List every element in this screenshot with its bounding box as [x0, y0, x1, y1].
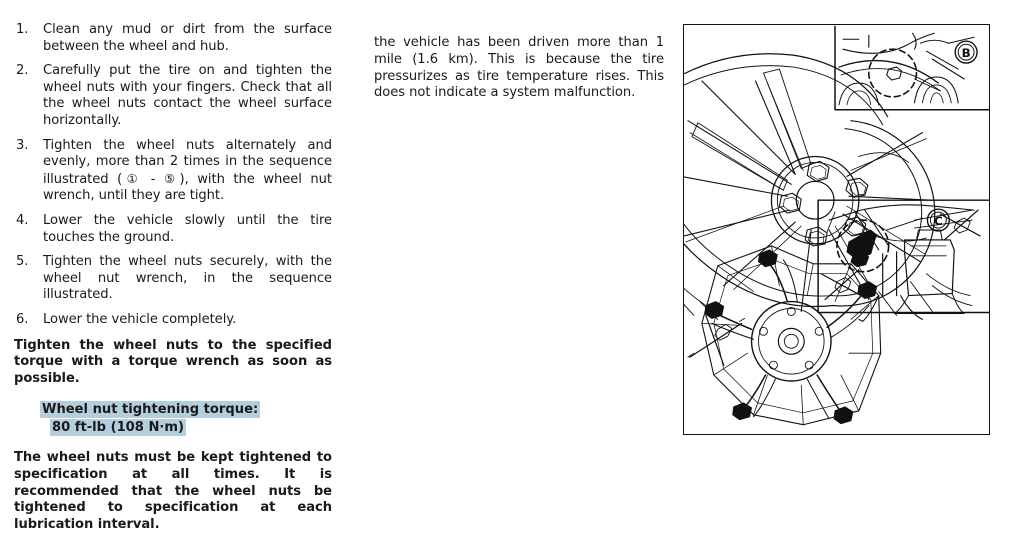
torque-lead-paragraph: Tighten the wheel nuts to the specified …	[14, 337, 332, 387]
callout-label-b: B	[954, 40, 978, 64]
wheel-nut	[845, 177, 869, 198]
wheel-nut-wrench-small	[687, 314, 746, 366]
list-item: 2. Carefully put the tire on and tighten…	[14, 63, 332, 129]
list-item: 5. Tighten the wheel nuts securely, with…	[14, 254, 332, 304]
circled-number-last-icon: ⑤	[163, 170, 180, 186]
tire-pressure-paragraph: the vehicle has been driven more than 1 …	[374, 35, 664, 101]
callout-label-c: C	[926, 208, 950, 232]
wheel-illustration-figure: B	[683, 24, 990, 435]
torque-specification-block: Wheel nut tightening torque: 80 ft-lb (1…	[14, 400, 332, 436]
left-text-column: 1. Clean any mud or dirt from the surfac…	[14, 22, 332, 547]
inset-b-content	[838, 32, 975, 106]
suspension-fastener-group	[704, 249, 878, 425]
circled-number-first-icon: ①	[122, 170, 143, 186]
step-text-after: ), with the wheel nut wrench, until they…	[43, 171, 332, 204]
torque-spec-title: Wheel nut tightening torque:	[40, 400, 261, 418]
list-item: 1. Clean any mud or dirt from the surfac…	[14, 22, 332, 55]
detail-inset-b: B	[834, 25, 989, 111]
wheel-nut-group	[778, 160, 869, 247]
step-number: 5.	[16, 254, 29, 270]
step-text: Lower the vehicle completely.	[43, 311, 237, 327]
step-text-dash: -	[142, 171, 164, 187]
step-text: Tighten the wheel nuts alternately and e…	[43, 138, 332, 205]
step-text: Carefully put the tire on and tighten th…	[43, 63, 332, 128]
wheel-nut	[806, 160, 830, 182]
step-text: Clean any mud or dirt from the surface b…	[43, 22, 332, 54]
torque-spec-value-line: 80 ft-lb (108 N·m)	[50, 418, 332, 436]
step-number: 1.	[16, 22, 29, 37]
torque-spec-value: 80 ft-lb (108 N·m)	[50, 418, 187, 436]
hub-suspension-drawing	[687, 245, 882, 426]
inset-c-content	[820, 204, 981, 322]
middle-text-column: the vehicle has been driven more than 1 …	[374, 22, 664, 115]
detail-inset-c: C	[817, 199, 989, 322]
inset-c-fastener	[846, 229, 878, 268]
torque-spec-title-line: Wheel nut tightening torque:	[40, 400, 332, 418]
maintenance-note-paragraph: The wheel nuts must be kept tightened to…	[14, 449, 332, 533]
step-number: 2.	[16, 63, 29, 79]
callout-b-text: B	[962, 46, 971, 60]
list-item: 3. Tighten the wheel nuts alternately an…	[14, 138, 332, 205]
wheel-nut	[778, 192, 802, 214]
step-text-before: Tighten the wheel nuts alternately and e…	[43, 137, 332, 187]
procedure-step-list: 1. Clean any mud or dirt from the surfac…	[14, 22, 332, 329]
step-text: Lower the vehicle slowly until the tire …	[43, 212, 332, 245]
step-number: 3.	[16, 137, 29, 153]
step-number: 6.	[16, 311, 29, 327]
list-item: 4. Lower the vehicle slowly until the ti…	[14, 213, 332, 246]
list-item: 6. Lower the vehicle completely.	[14, 312, 332, 329]
step-number: 4.	[16, 212, 29, 228]
wheel-assembly-drawing	[684, 53, 973, 320]
callout-c-text: C	[934, 214, 943, 228]
step-text: Tighten the wheel nuts securely, with th…	[43, 254, 332, 303]
